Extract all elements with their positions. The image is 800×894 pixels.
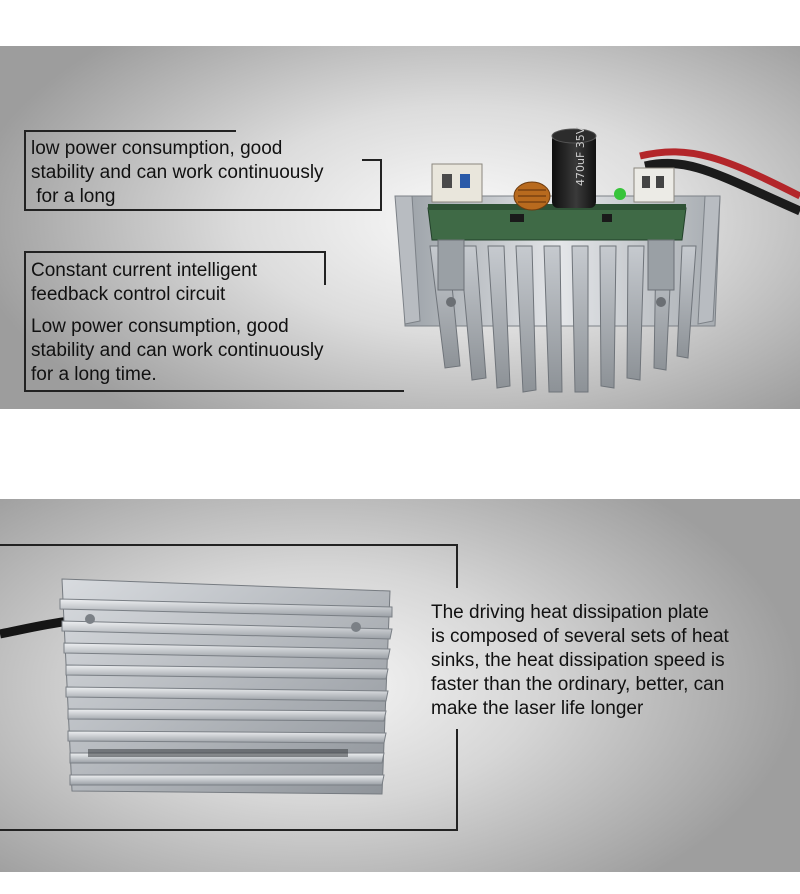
heatsink-cable	[0, 616, 71, 639]
callout-1-line-1: low power consumption, good	[31, 138, 283, 159]
description-line-1: The driving heat dissipation plate	[431, 602, 709, 623]
input-connector	[431, 163, 483, 203]
bottom-product-panel: The driving heat dissipation plate is co…	[0, 499, 800, 872]
callout-2-body-line-2: stability and can work continuously	[31, 340, 324, 361]
description-line-5: make the laser life longer	[431, 698, 644, 719]
callout-1-line-3: for a long	[31, 186, 116, 207]
callout-2-heading-line-2: feedback control circuit	[31, 284, 226, 305]
top-product-panel: low power consumption, good stability an…	[0, 46, 800, 409]
description-line-2: is composed of several sets of heat	[431, 626, 729, 647]
electrolytic-capacitor	[552, 134, 596, 208]
callout-2-body-line-3: for a long time.	[31, 364, 157, 385]
callout-2-heading-line-1: Constant current intelligent	[31, 260, 258, 281]
callout-1-line-2: stability and can work continuously	[31, 162, 324, 183]
description-line-3: sinks, the heat dissipation speed is	[431, 650, 725, 671]
pcb-board	[427, 207, 687, 241]
heatsink-fins	[429, 245, 697, 393]
heatsink-image	[0, 578, 393, 795]
output-connector	[633, 167, 675, 203]
capacitor-label: 470uF 35V	[574, 126, 587, 186]
description-line-4: faster than the ordinary, better, can	[431, 674, 725, 695]
callout-2-body-line-1: Low power consumption, good	[31, 316, 289, 337]
heatsink-ridges	[59, 598, 393, 786]
driver-board-image: 470uF 35V	[394, 126, 800, 393]
status-led	[614, 188, 626, 200]
power-wire	[644, 159, 800, 216]
